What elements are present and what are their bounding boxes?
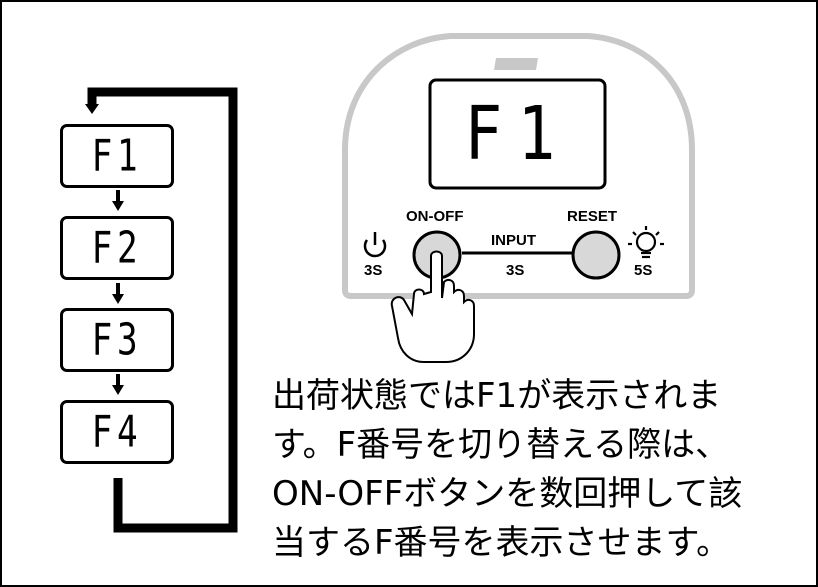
- mode-display-f3: F3: [60, 308, 174, 372]
- instruction-line: す。F番号を切り替える際は、: [272, 425, 730, 465]
- light-bulb-icon: [628, 226, 664, 259]
- pointing-hand-icon: [390, 250, 475, 363]
- instruction-line: ON-OFFボタンを数回押して該: [272, 474, 743, 514]
- instruction-line: 出荷状態ではF1が表示されま: [272, 376, 722, 416]
- mode-display-f4: F4: [60, 400, 174, 464]
- mode-label: F2: [91, 222, 143, 274]
- power-time-label: 3S: [364, 262, 383, 279]
- loop-arrow-head: [85, 104, 99, 114]
- device-display: F1: [430, 80, 605, 188]
- step-arrows: [112, 190, 124, 395]
- input-time-label: 3S: [506, 262, 525, 279]
- reset-button[interactable]: [571, 230, 621, 280]
- instruction-text: 出荷状態ではF1が表示されま す。F番号を切り替える際は、 ON-OFFボタンを…: [272, 372, 802, 568]
- display-window: [428, 78, 607, 190]
- mode-label: F1: [91, 130, 143, 182]
- mode-display-f2: F2: [60, 216, 174, 280]
- mode-label: F4: [91, 406, 143, 458]
- power-icon: [363, 232, 387, 258]
- brand-stripe-icon: [494, 58, 538, 70]
- mode-display-f1: F1: [60, 124, 174, 188]
- loop-return-line: [87, 87, 238, 533]
- mode-label: F3: [91, 314, 143, 366]
- on-off-label: ON-OFF: [406, 208, 464, 225]
- reset-label: RESET: [567, 208, 618, 225]
- device-display-value: F1: [464, 91, 571, 177]
- light-time-label: 5S: [634, 262, 653, 279]
- instruction-line: 当するF番号を表示させます。: [272, 523, 731, 563]
- input-label: INPUT: [491, 232, 536, 249]
